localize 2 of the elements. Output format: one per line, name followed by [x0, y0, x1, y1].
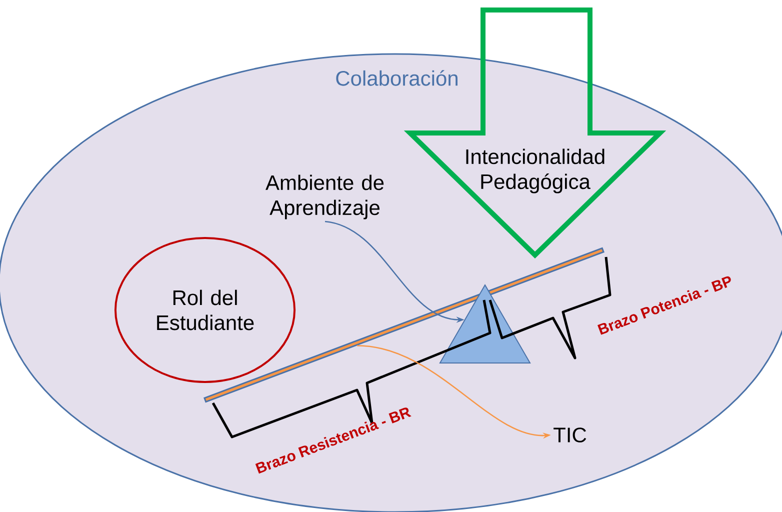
text-label: TIC — [554, 428, 586, 442]
text-label: Ambiente de Aprendizaje — [266, 174, 384, 220]
